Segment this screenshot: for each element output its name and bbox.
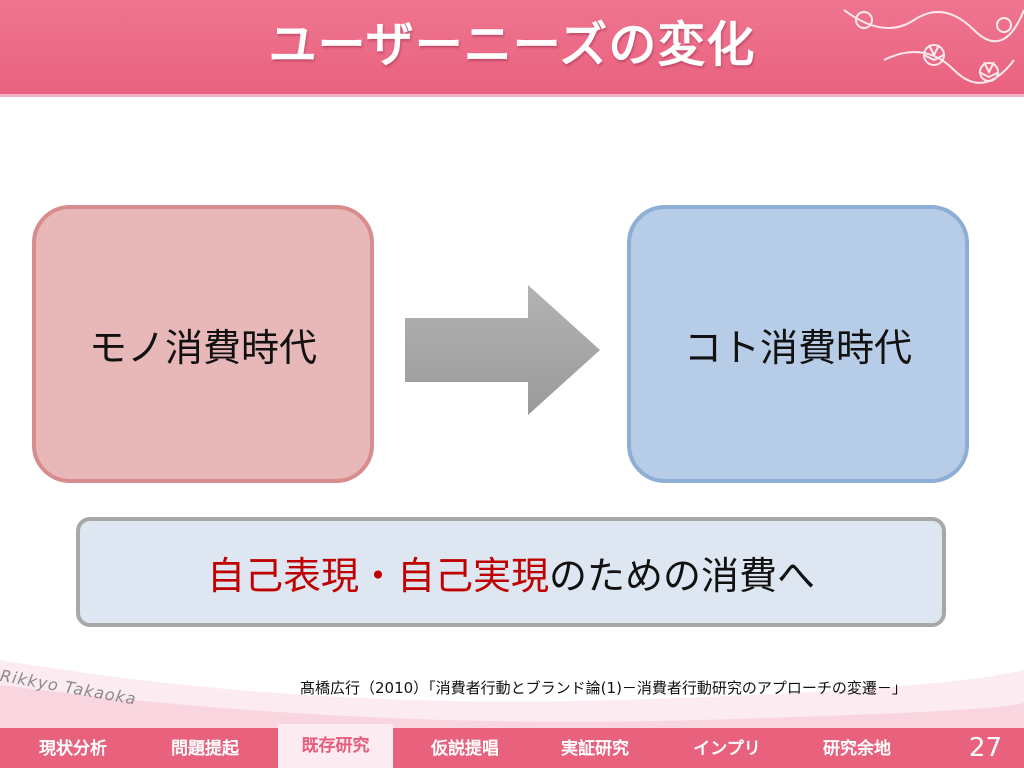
banner-rest-text: のための消費へ xyxy=(549,553,816,598)
koto-era-box: コト消費時代 xyxy=(627,205,969,483)
nav-item-current-analysis[interactable]: 現状分析 xyxy=(39,739,107,759)
title-bar: ユーザーニーズの変化 xyxy=(0,0,1024,97)
page-number: 27 xyxy=(968,733,1002,763)
nav-item-future-research[interactable]: 研究余地 xyxy=(823,739,891,759)
citation-text: 髙橋広行（2010）「消費者行動とブランド論(1)－消費者行動研究のアプローチの… xyxy=(300,679,907,697)
floral-decoration-icon xyxy=(843,9,1024,84)
koto-era-label: コト消費時代 xyxy=(683,325,912,370)
nav-item-prior-research[interactable]: 既存研究 xyxy=(278,724,393,768)
banner-highlight-text: 自己表現・自己実現 xyxy=(206,553,549,598)
nav-item-empirical-study[interactable]: 実証研究 xyxy=(561,739,629,759)
nav-item-implications[interactable]: インプリ xyxy=(693,739,761,759)
section-nav-bar: 現状分析 問題提起 既存研究 仮説提唱 実証研究 インプリ 研究余地 27 xyxy=(0,724,1024,768)
mono-era-box: モノ消費時代 xyxy=(32,205,374,483)
mono-era-label: モノ消費時代 xyxy=(88,325,317,370)
nav-item-hypothesis[interactable]: 仮説提唱 xyxy=(431,739,499,759)
slide-title: ユーザーニーズの変化 xyxy=(268,17,756,73)
nav-item-problem-statement[interactable]: 問題提起 xyxy=(171,739,239,759)
footer-wave-decoration xyxy=(0,660,1024,730)
right-arrow-icon xyxy=(405,285,600,415)
conclusion-banner: 自己表現・自己実現のための消費へ xyxy=(76,517,946,627)
